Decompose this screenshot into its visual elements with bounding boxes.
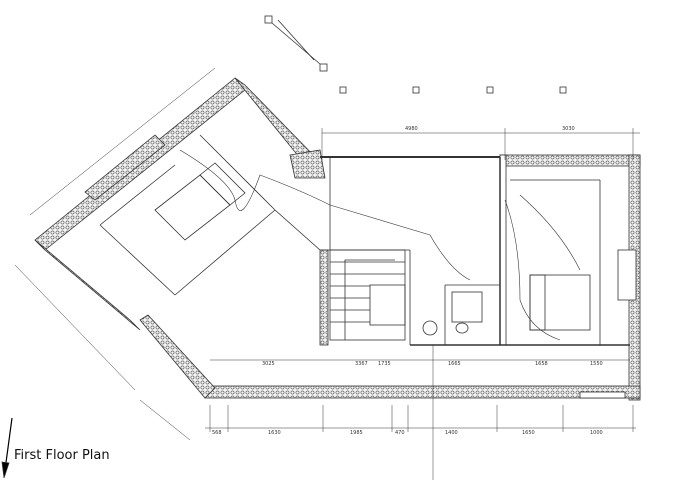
staircase — [329, 249, 406, 341]
electrical-wiring — [179, 149, 581, 341]
dimension-label: 1650 — [522, 430, 535, 436]
dimension-label: 1000 — [590, 430, 603, 436]
dimension-label: 1658 — [535, 361, 548, 367]
dimension-label: 568 — [212, 430, 222, 436]
dimension-label: 1985 — [350, 430, 363, 436]
dimension-label: 3367 — [355, 361, 368, 367]
dimension-label: 1400 — [445, 430, 458, 436]
orientation-marker — [264, 15, 328, 72]
plan-title: First Floor Plan — [14, 448, 110, 463]
north-arrow-icon — [1, 417, 13, 479]
dimension-lines — [14, 67, 640, 480]
column-marker-icon — [339, 86, 567, 94]
dimension-label: 1550 — [590, 361, 603, 367]
dimension-label: 4980 — [405, 126, 418, 132]
bed-left — [154, 162, 246, 241]
dimension-label: 1630 — [268, 430, 281, 436]
exterior-walls — [34, 77, 641, 401]
dimension-label: 470 — [395, 430, 405, 436]
interior-walls — [99, 134, 630, 346]
dimension-label: 3025 — [262, 361, 275, 367]
bed-right — [529, 274, 591, 331]
bathroom-fixtures — [422, 291, 483, 336]
dimension-label: 3030 — [562, 126, 575, 132]
dimension-label: 1665 — [448, 361, 461, 367]
dimension-label: 1735 — [378, 361, 391, 367]
